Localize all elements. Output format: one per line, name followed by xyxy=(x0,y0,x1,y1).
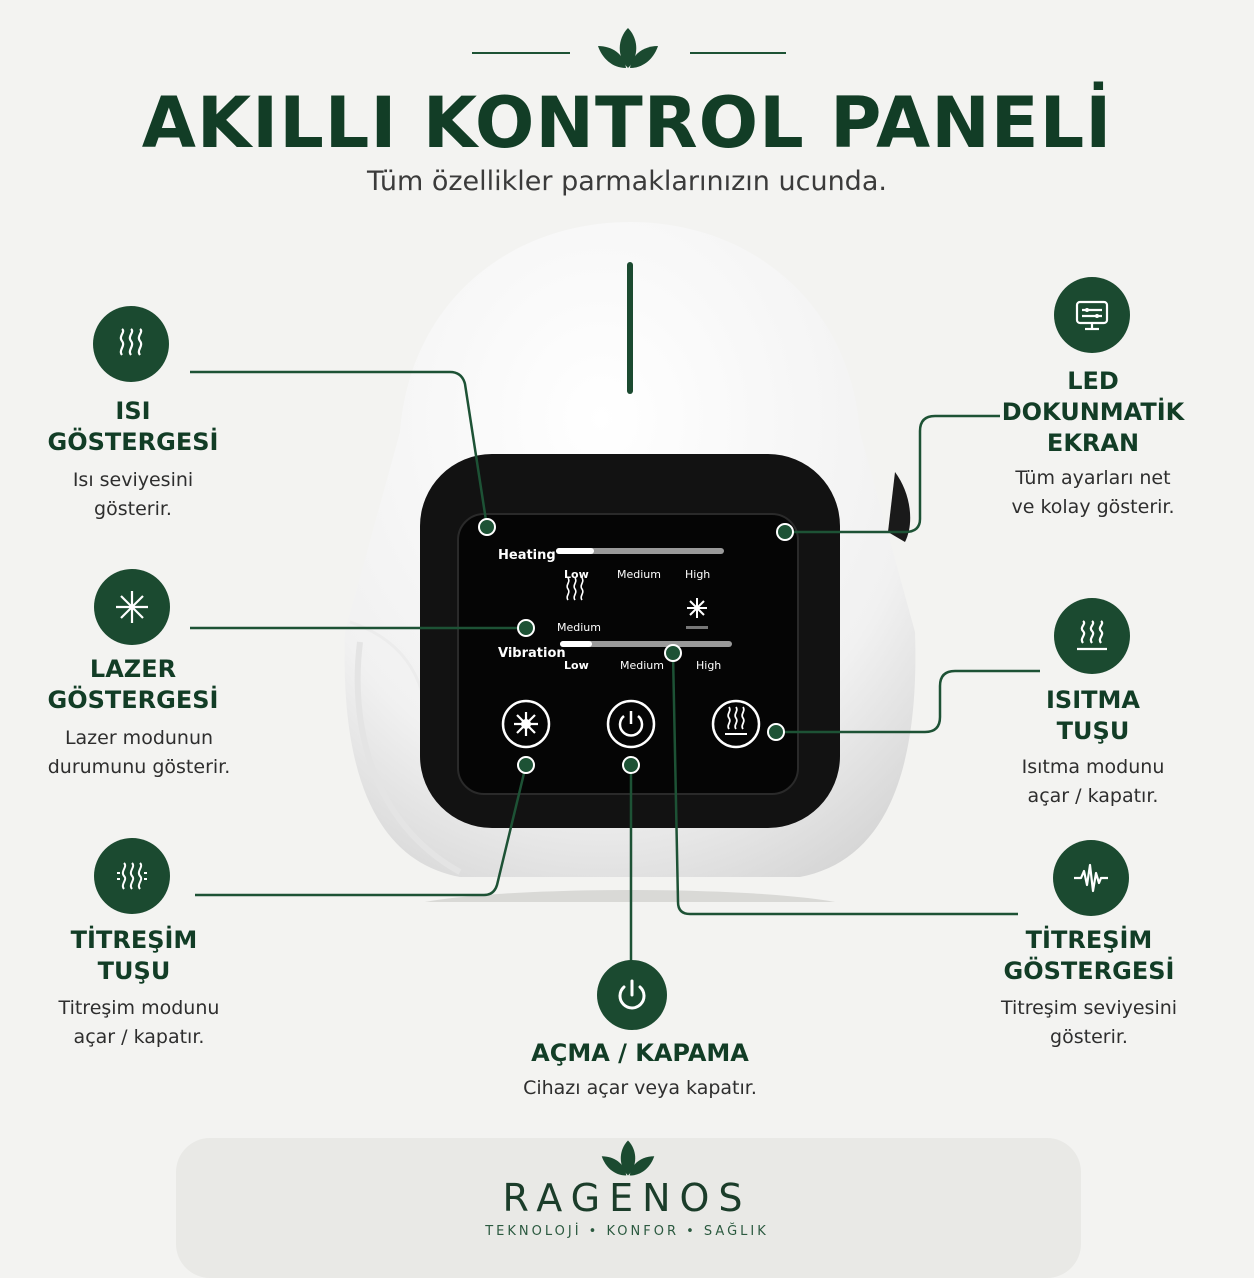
heating-button-desc: Isıtma modunu açar / kapatır. xyxy=(1021,756,1165,807)
vibration-indicator-desc: Titreşim seviyesini gösterir. xyxy=(1000,997,1178,1048)
monitor-icon xyxy=(1075,300,1109,331)
brand-name: RAGENOS xyxy=(502,1176,752,1220)
heat-indicator-desc: Isı seviyesini gösterir. xyxy=(72,469,194,520)
heat-indicator-circle xyxy=(93,306,169,382)
power-title: AÇMA / KAPAMA xyxy=(531,1039,749,1067)
led-screen-title: LED DOKUNMATİK EKRAN xyxy=(1001,367,1185,457)
knee-massager-device xyxy=(344,222,916,902)
vibration-icon xyxy=(117,862,147,890)
heating-icon xyxy=(1077,620,1107,651)
power-desc: Cihazı açar veya kapatır. xyxy=(523,1077,757,1099)
heating-button-title: ISITMA TUŞU xyxy=(1046,686,1140,745)
panel-vibration-label: Vibration xyxy=(498,646,566,661)
laser-indicator-circle xyxy=(94,569,170,645)
header-divider-left xyxy=(472,52,570,54)
panel-mode-label: Medium xyxy=(557,621,601,634)
vibration-button-desc: Titreşim modunu açar / kapatır. xyxy=(58,997,220,1048)
pulse-wave-icon xyxy=(1074,863,1108,893)
led-screen-circle xyxy=(1054,277,1130,353)
heat-waves-icon xyxy=(119,328,143,356)
panel-heating-label: Heating xyxy=(498,548,556,563)
panel-heating-high: High xyxy=(685,568,711,581)
brand-tagline: TEKNOLOJİ • KONFOR • SAĞLIK xyxy=(485,1224,769,1239)
panel-vibration-low: Low xyxy=(564,659,589,672)
vibration-indicator-circle xyxy=(1053,840,1129,916)
laser-star-icon xyxy=(116,591,148,623)
led-screen-desc: Tüm ayarları net ve kolay gösterir. xyxy=(1011,467,1175,518)
vibration-button-circle xyxy=(94,838,170,914)
heating-button-circle xyxy=(1054,598,1130,674)
page-subtitle: Tüm özellikler parmaklarınızın ucunda. xyxy=(367,166,887,197)
panel-vibration-medium: Medium xyxy=(620,659,664,672)
power-icon xyxy=(618,979,646,1010)
page-title: AKILLI KONTROL PANELİ xyxy=(141,82,1113,164)
laser-indicator-title: LAZER GÖSTERGESİ xyxy=(47,655,219,714)
footer-leaf-logo-icon xyxy=(601,1140,655,1176)
laser-indicator-desc: Lazer modunun durumunu gösterir. xyxy=(47,727,231,778)
panel-vibration-high: High xyxy=(696,659,722,672)
power-circle xyxy=(597,960,667,1030)
panel-heating-medium: Medium xyxy=(617,568,661,581)
vibration-indicator-title: TİTREŞİM GÖSTERGESİ xyxy=(1003,926,1175,985)
heat-indicator-title: ISI GÖSTERGESİ xyxy=(47,397,219,456)
panel-heating-low: Low xyxy=(564,568,589,581)
leaf-logo-icon xyxy=(598,28,658,68)
header-divider-right xyxy=(690,52,786,54)
vibration-button-title: TİTREŞİM TUŞU xyxy=(70,926,198,985)
